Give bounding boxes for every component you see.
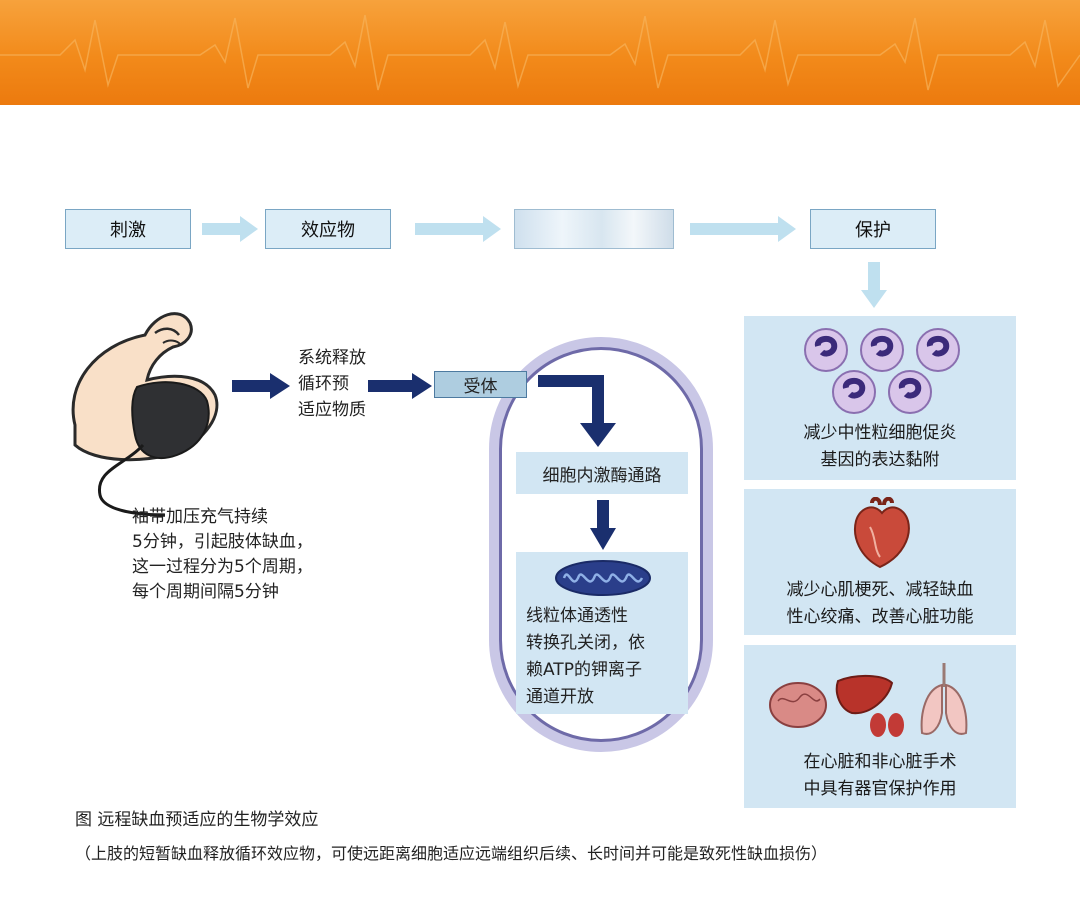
protection-label: 保护	[855, 220, 891, 241]
dark-arrow-down-icon	[538, 375, 616, 447]
kinase-pathway-label: 细胞内激酶通路	[542, 465, 662, 486]
heart-panel: 减少心肌梗死、减轻缺血 性心绞痛、改善心脏功能	[744, 489, 1016, 635]
protection-box: 保护	[810, 209, 936, 249]
neutrophil-text: 减少中性粒细胞促炎 基因的表达黏附	[803, 423, 957, 470]
receptor-label: 受体	[463, 377, 498, 397]
arm-with-cuff-icon	[71, 312, 219, 517]
cell-membrane-inner	[499, 347, 703, 742]
heart-icon	[854, 497, 910, 569]
receptor-box: 受体	[434, 371, 527, 398]
heartbeat-pattern-icon	[0, 14, 1080, 91]
effector-box: 效应物	[265, 209, 391, 249]
pale-arrow-down-icon	[861, 262, 887, 308]
organs-icon	[769, 663, 968, 737]
cuff-description: 袖带加压充气持续 5分钟，引起肢体缺血， 这一过程分为5个周期， 每个周期间隔5…	[132, 507, 313, 602]
obscured-box	[514, 209, 674, 249]
effector-label: 效应物	[301, 220, 355, 241]
dark-arrow-right-icon	[232, 373, 290, 399]
stimulus-box: 刺激	[65, 209, 191, 249]
pale-arrow-right-icon	[202, 216, 258, 242]
neutrophil-cells-icon	[804, 328, 960, 414]
stimulus-label: 刺激	[110, 220, 146, 241]
dark-arrow-right-icon	[368, 373, 432, 399]
dark-arrow-down-icon	[590, 500, 616, 550]
figure-note: （上肢的短暂缺血释放循环效应物，可使远距离细胞适应远端组织后续、长时间并可能是致…	[75, 844, 828, 863]
pale-arrow-right-icon	[690, 216, 796, 242]
mitochondrion-icon	[555, 560, 651, 596]
circulating-release-text: 系统释放 循环预 适应物质	[298, 348, 366, 420]
organ-panel: 在心脏和非心脏手术 中具有器官保护作用	[744, 645, 1016, 808]
kinase-pathway-box: 细胞内激酶通路	[516, 452, 688, 494]
pale-arrow-right-icon	[415, 216, 501, 242]
organ-text: 在心脏和非心脏手术 中具有器官保护作用	[803, 752, 957, 799]
figure-caption: 图 远程缺血预适应的生物学效应	[75, 810, 319, 830]
heart-text: 减少心肌梗死、减轻缺血 性心绞痛、改善心脏功能	[786, 580, 974, 627]
neutrophil-panel: 减少中性粒细胞促炎 基因的表达黏附	[744, 316, 1016, 480]
mitochondria-text: 线粒体通透性 转换孔关闭，依 赖ATP的钾离子 通道开放	[526, 606, 645, 707]
header-banner	[0, 0, 1080, 105]
